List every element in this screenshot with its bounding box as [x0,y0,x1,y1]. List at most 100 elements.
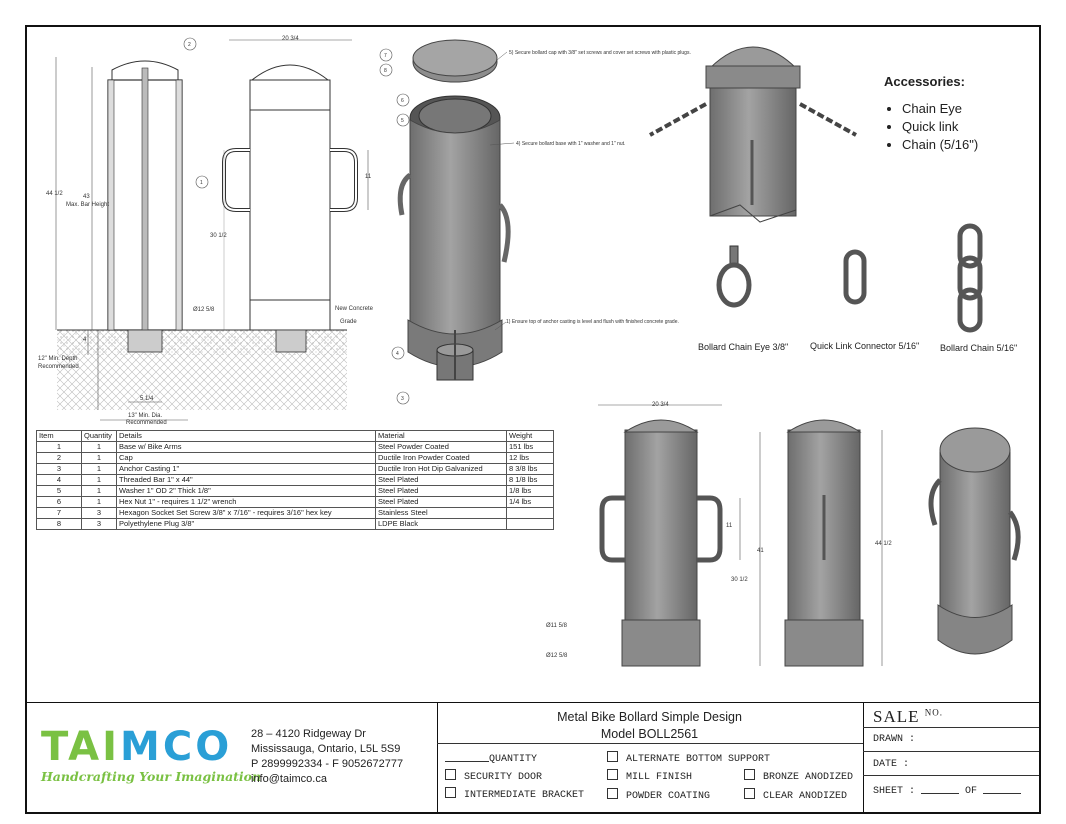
checkbox[interactable] [445,769,456,780]
address-line: Mississauga, Ontario, L5L 5S9 [251,743,401,755]
of-blank [983,783,1022,794]
option-mill-finish[interactable]: MILL FINISH [607,769,692,783]
checkbox[interactable] [744,788,755,799]
address-line: 28 – 4120 Ridgeway Dr [251,728,366,740]
note-5: 5) Secure bollard cap with 3/8" set scre… [509,50,691,56]
divider [437,703,438,813]
bom-cell: 3 [36,463,82,475]
balloon-3: 3 [401,396,404,402]
balloon-4: 4 [396,351,399,357]
divider [863,751,1039,752]
dim-arm-height: 11 [365,174,372,180]
bom-cell: Base w/ Bike Arms [116,441,376,453]
bom-cell: 6 [36,496,82,508]
quantity-field[interactable]: QUANTITY [445,751,537,765]
checkbox[interactable] [607,769,618,780]
checkbox[interactable] [744,769,755,780]
dim-overall-height-2: 44 1/2 [875,541,892,547]
dim-bar-height-label: Max. Bar Height [66,202,109,208]
bom-header-weight: Weight [506,430,554,442]
bom-cell: 1 [36,441,82,453]
dim-recommended: Recommended [38,364,79,370]
sheet-label: SHEET : [873,786,916,797]
option-bronze-anodized[interactable]: BRONZE ANODIZED [744,769,853,783]
bom-cell: Washer 1" OD 2" Thick 1/8" [116,485,376,497]
dim-min-dia: 13" Min. Dia. [128,413,162,419]
option-intermediate-bracket[interactable]: INTERMEDIATE BRACKET [445,787,584,801]
label-new-concrete: New Concrete [335,306,374,312]
bom-cell: 4 [36,474,82,486]
bom-header-item: Item [36,430,82,442]
title-block: TAIMCO Handcrafting Your Imagination 28 … [27,702,1039,813]
bom-cell: 7 [36,507,82,519]
option-alt-bottom[interactable]: ALTERNATE BOTTOM SUPPORT [607,751,770,765]
option-powder-coating[interactable]: POWDER COATING [607,788,710,802]
label-grade: Grade [340,319,357,325]
bom-cell: 8 1/8 lbs [506,474,554,486]
note-4: 4) Secure bollard base with 1" washer an… [516,141,625,147]
balloon-8: 8 [384,68,387,74]
bom-cell: 1 [81,485,117,497]
bom-cell: Steel Powder Coated [375,441,507,453]
drawn-field[interactable]: DRAWN : [873,734,916,745]
caption-chain: Bollard Chain 5/16" [940,343,1017,353]
note-1: 1) Ensure top of anchor casting is level… [506,319,679,325]
bom-cell [506,507,554,519]
bom-cell: 151 lbs [506,441,554,453]
email-link[interactable]: info@taimco.ca [251,773,327,785]
caption-quick-link: Quick Link Connector 5/16" [810,341,919,351]
bom-cell: Steel Plated [375,496,507,508]
balloon-6: 6 [401,98,404,104]
sheet-field[interactable]: SHEET : OF [873,783,1022,797]
divider [863,775,1039,776]
checkbox[interactable] [445,787,456,798]
elevation-with-arms [598,404,761,667]
front-view-with-arms [222,39,369,353]
bom-cell: 3 [81,507,117,519]
bom-cell: 2 [36,452,82,464]
option-label: SECURITY DOOR [464,772,543,783]
side-elevation [784,419,883,667]
checkbox[interactable] [607,751,618,762]
balloon-5: 5 [401,118,404,124]
dim-dia-large: Ø12 5/8 [546,653,568,659]
dim-recommended-2: Recommended [126,420,167,426]
chain-eye-part [716,245,752,308]
section-view [55,37,347,421]
dim-width-top: 20 3/4 [282,36,299,42]
caption-chain-eye: Bollard Chain Eye 3/8" [698,342,788,352]
bom-header-material: Material [375,430,507,442]
drawing-frame [25,25,1041,814]
list-item: Chain (5/16") [902,137,978,152]
divider [863,703,864,813]
bom-cell: Ductile Iron Powder Coated [375,452,507,464]
company-address: 28 – 4120 Ridgeway Dr Mississauga, Ontar… [251,727,403,787]
accessories-title: Accessories: [884,74,965,89]
divider [437,743,863,744]
bom-cell: 3 [81,518,117,530]
logo-tagline: Handcrafting Your Imagination [41,769,262,784]
balloon-1: 1 [200,180,203,186]
checkbox[interactable] [607,788,618,799]
dim-depth: 4 [83,337,87,343]
bom-cell: 1 [81,441,117,453]
bom-cell: 12 lbs [506,452,554,464]
dim-arm-mount-height: 30 1/2 [210,233,227,239]
logo-wordmark: TAIMCO [41,724,233,770]
bom-cell: LDPE Black [375,518,507,530]
dim-arm-mount-2: 30 1/2 [731,577,748,583]
option-security-door[interactable]: SECURITY DOOR [445,769,542,783]
bom-cell: Anchor Casting 1" [116,463,376,475]
option-label: BRONZE ANODIZED [763,772,854,783]
date-field[interactable]: DATE : [873,759,910,770]
bom-cell: Steel Plated [375,485,507,497]
title-line-2: Model BOLL2561 [600,727,699,741]
accessories-list: Chain Eye Quick link Chain (5/16") [884,101,978,152]
option-label: INTERMEDIATE BRACKET [464,790,585,801]
option-clear-anodized[interactable]: CLEAR ANODIZED [744,788,847,802]
